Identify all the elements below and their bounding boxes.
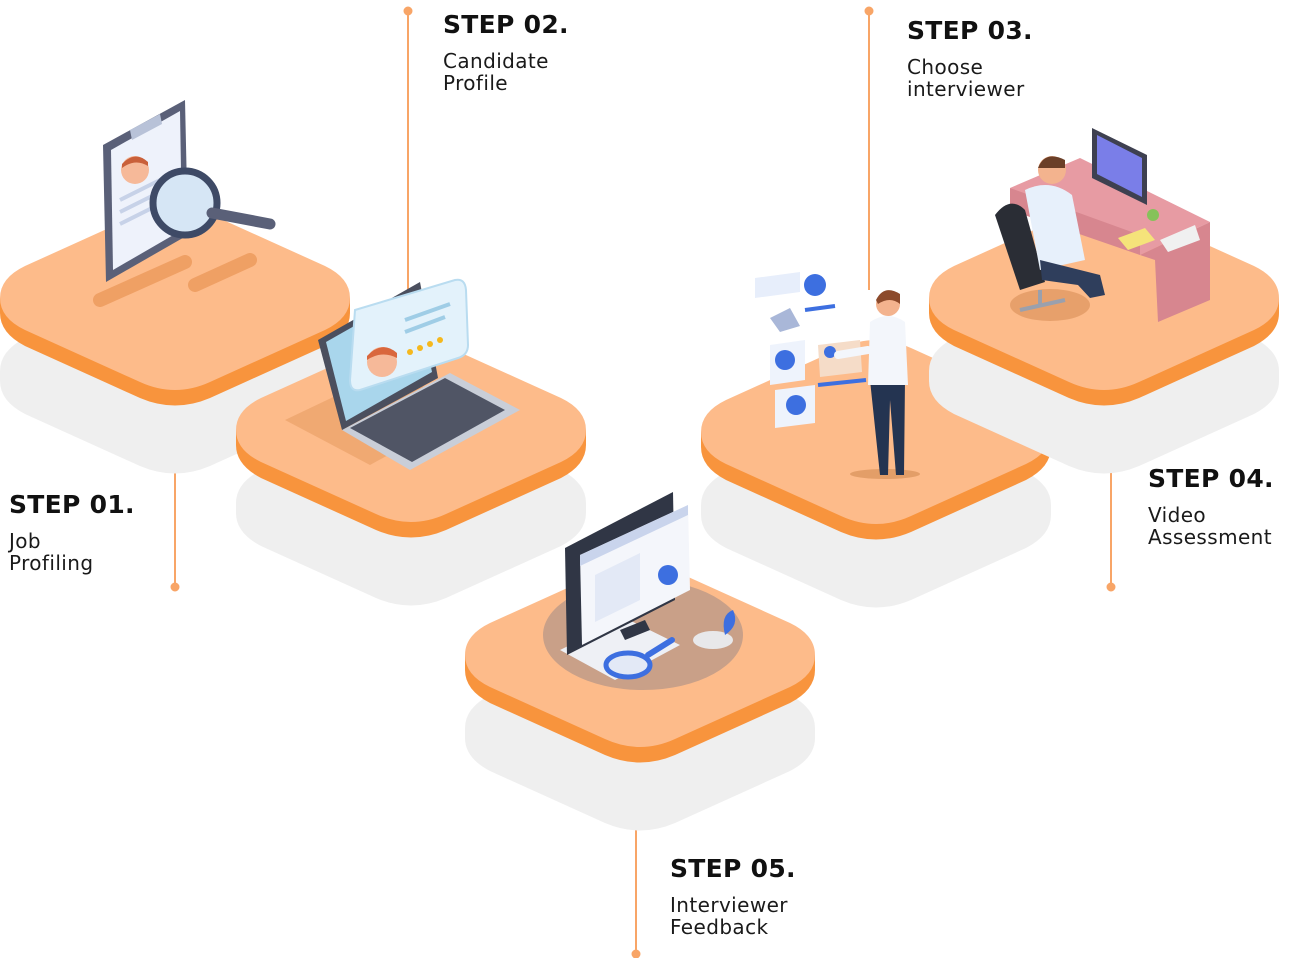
- step-description-line2: Profiling: [9, 551, 94, 575]
- step-description-line1: Job: [9, 529, 42, 553]
- monitor-dashboard-illustration: [543, 492, 743, 690]
- step-04-label: STEP 04. Video Assessment: [1148, 464, 1274, 548]
- step-05-label: STEP 05. Interviewer Feedback: [670, 854, 796, 938]
- step-title: STEP 05.: [670, 854, 796, 883]
- laptop-profile-illustration: [285, 278, 520, 470]
- step-description-line2: Profile: [443, 71, 508, 95]
- step-description-line2: interviewer: [907, 77, 1025, 101]
- step-title: STEP 04.: [1148, 464, 1274, 493]
- step-description-line1: Video: [1148, 503, 1207, 527]
- clipboard-magnifier-illustration: [93, 100, 276, 307]
- connector-lines: [170, 6, 1116, 958]
- step-title: STEP 01.: [9, 490, 135, 519]
- person-choosing-profiles-illustration: [755, 272, 920, 479]
- step-title: STEP 02.: [443, 10, 569, 39]
- step-02-label: STEP 02. Candidate Profile: [443, 10, 569, 94]
- step-description-line1: Interviewer: [670, 893, 788, 917]
- step-description-line2: Assessment: [1148, 525, 1272, 549]
- step-01-label: STEP 01. Job Profiling: [9, 490, 135, 574]
- step-description-line1: Choose: [907, 55, 984, 79]
- step-description-line2: Feedback: [670, 915, 769, 939]
- desk-video-call-illustration: [995, 128, 1210, 322]
- step-title: STEP 03.: [907, 16, 1033, 45]
- step-03-label: STEP 03. Choose interviewer: [907, 16, 1033, 100]
- step-description-line1: Candidate: [443, 49, 549, 73]
